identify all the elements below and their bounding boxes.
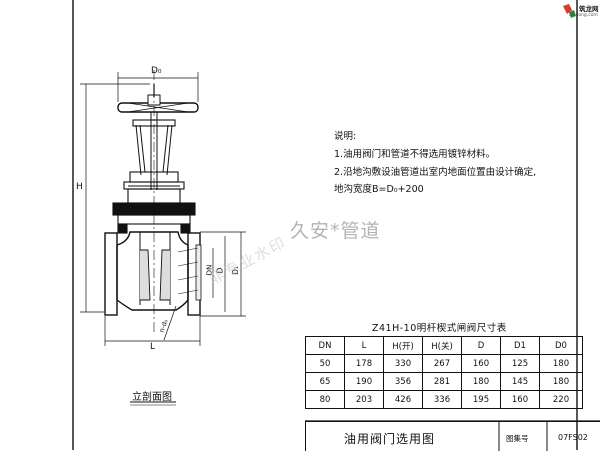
- table-cell: 190: [344, 372, 384, 391]
- table-cell: 160: [500, 390, 540, 409]
- drawing-caption: 立剖面图: [132, 392, 172, 403]
- dimension-table: DN L H(开) H(关) D D1 D0 50 178 330 267 16…: [305, 336, 583, 409]
- dim-label-h: H: [76, 182, 83, 192]
- table-cell: 330: [383, 354, 423, 373]
- table-row: 80 203 426 336 195 160 220: [305, 390, 583, 409]
- table-cell: 65: [305, 372, 345, 391]
- title-block-divider: [546, 422, 548, 451]
- table-title: Z41H-10明杆楔式闸阀尺寸表: [372, 323, 507, 334]
- drawing-title: 油用阀门选用图: [344, 432, 436, 446]
- watermark-text: 久安*管道: [290, 220, 381, 242]
- dim-label-l: L: [150, 342, 156, 352]
- valve-body: [104, 231, 202, 316]
- col-header: D1: [500, 336, 540, 355]
- table-cell: 203: [344, 390, 384, 409]
- logo-url: zhulong.com: [569, 13, 598, 18]
- table-cell: 426: [383, 390, 423, 409]
- col-header: L: [344, 336, 384, 355]
- table-cell: 145: [500, 372, 540, 391]
- col-header: H(关): [422, 336, 462, 355]
- col-header: DN: [305, 336, 345, 355]
- col-header: D0: [539, 336, 583, 355]
- site-logo-icon: [563, 4, 576, 18]
- table-cell: 195: [461, 390, 501, 409]
- table-cell: 180: [539, 354, 583, 373]
- table-cell: 160: [461, 354, 501, 373]
- dimension-lines: [80, 72, 246, 346]
- caption-underline: [130, 401, 176, 406]
- table-cell: 180: [461, 372, 501, 391]
- table-cell: 80: [305, 390, 345, 409]
- atlas-number-label: 图集号: [506, 434, 529, 443]
- dim-label-d0: D₀: [151, 66, 162, 76]
- table-cell: 281: [422, 372, 462, 391]
- note-line-2: 2.沿地沟敷设油管道出室内地面位置由设计确定,: [334, 167, 537, 178]
- table-cell: 178: [344, 354, 384, 373]
- handwheel: [117, 84, 199, 113]
- note-line-1: 1.油用阀门和管道不得选用镀锌材料。: [334, 149, 496, 160]
- note-line-3: 地沟宽度B=D₀+200: [334, 184, 424, 195]
- table-header-row: DN L H(开) H(关) D D1 D0: [305, 336, 583, 355]
- title-block: 油用阀门选用图 图集号 07FS02: [305, 421, 600, 451]
- table-cell: 336: [422, 390, 462, 409]
- col-header: H(开): [383, 336, 423, 355]
- notes-heading: 说明:: [334, 131, 357, 142]
- table-row: 65 190 356 281 180 145 180: [305, 372, 583, 391]
- title-block-divider: [498, 422, 500, 451]
- table-cell: 356: [383, 372, 423, 391]
- table-cell: 220: [539, 390, 583, 409]
- table-cell: 267: [422, 354, 462, 373]
- atlas-code: 07FS02: [558, 433, 588, 442]
- table-cell: 180: [539, 372, 583, 391]
- table-cell: 50: [305, 354, 345, 373]
- table-cell: 125: [500, 354, 540, 373]
- logo-name: 筑龙网: [579, 5, 599, 13]
- col-header: D: [461, 336, 501, 355]
- table-row: 50 178 330 267 160 125 180: [305, 354, 583, 373]
